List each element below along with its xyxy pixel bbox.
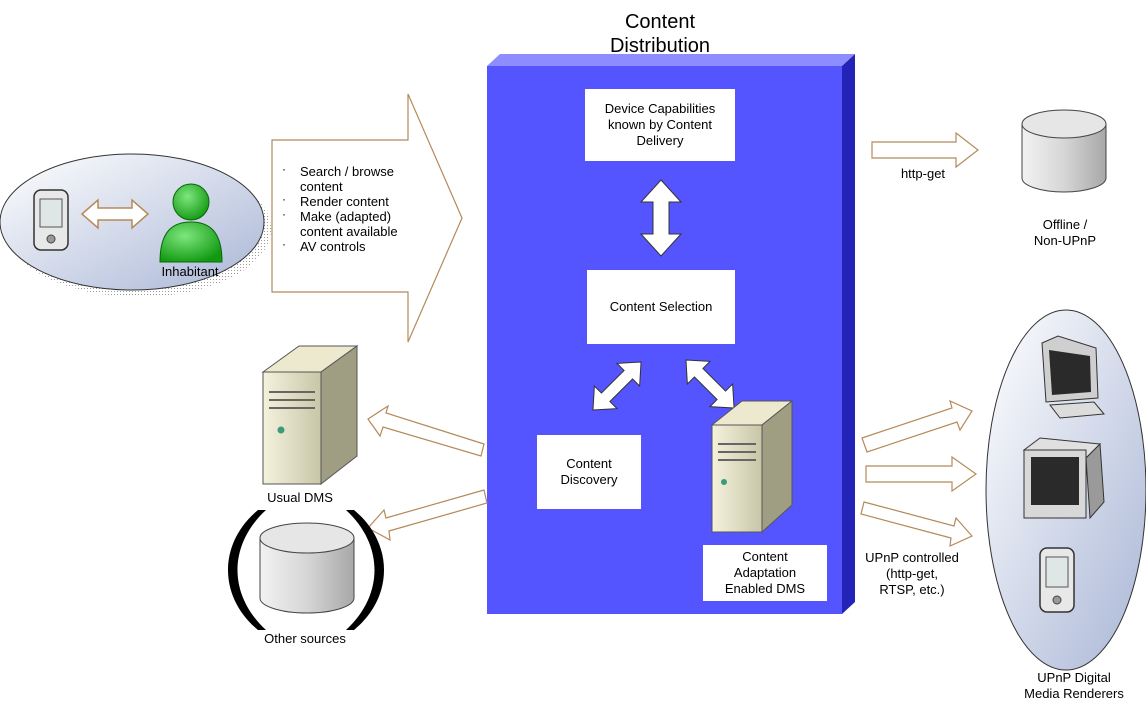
selection-discovery-arrow-icon	[592, 361, 642, 411]
upnp-controlled-line: (http-get,	[885, 566, 939, 581]
task-item: Search / browse content	[280, 162, 420, 194]
title-line-1: Content	[624, 11, 696, 33]
device-capabilities-box: Device Capabilities known by Content Del…	[585, 89, 735, 161]
renderers-group	[985, 309, 1146, 671]
upnp-controlled-line: RTSP, etc.)	[879, 582, 945, 597]
device-caps-line: known by Content	[607, 117, 713, 132]
content-discovery-box: Content Discovery	[537, 435, 641, 509]
offline-line: Offline /	[1042, 217, 1088, 232]
to-monitor-arrow	[861, 399, 973, 453]
usual-dms-label: Usual DMS	[267, 490, 333, 505]
device-caps-line: Device Capabilities	[604, 101, 716, 116]
offline-line: Non-UPnP	[1033, 233, 1097, 248]
database-icon	[259, 522, 355, 614]
to-other-sources-arrow	[367, 489, 488, 542]
task-item: Render content	[280, 192, 420, 209]
title-line-2: Distribution	[609, 35, 711, 57]
content-selection-box: Content Selection	[587, 270, 735, 344]
renderers-label: UPnP Digital Media Renderers	[1004, 670, 1144, 702]
offline-database-icon	[1021, 109, 1107, 193]
content-discovery-line: Discovery	[560, 472, 618, 487]
renderers-line: Media Renderers	[1024, 686, 1124, 701]
device-caps-line: Delivery	[636, 133, 684, 148]
task-item: Make (adapted) content available	[280, 207, 420, 239]
right-parenthesis-icon	[346, 510, 384, 630]
content-selection-label: Content Selection	[609, 299, 713, 314]
to-pda-arrow	[860, 501, 973, 547]
upnp-controlled-line: UPnP controlled	[865, 550, 959, 565]
content-discovery-line: Content	[566, 456, 612, 471]
monitor-icon	[1041, 335, 1105, 419]
renderers-line: UPnP Digital	[1037, 670, 1111, 685]
content-adaptation-box: Content Adaptation Enabled DMS	[703, 545, 827, 601]
usual-dms-server-icon	[261, 345, 359, 486]
http-get-label: http-get	[900, 166, 946, 181]
task-item: AV controls	[280, 237, 420, 254]
other-sources-group	[228, 510, 384, 630]
content-adaptation-line: Adaptation	[733, 565, 797, 580]
content-adaptation-line: Content	[742, 549, 788, 564]
pda-icon	[33, 189, 69, 251]
to-tv-arrow	[865, 455, 978, 493]
adaptation-server-icon	[710, 399, 794, 534]
http-get-arrow	[871, 131, 979, 169]
upnp-controlled-label: UPnP controlled (http-get, RTSP, etc.)	[852, 550, 972, 598]
person-icon	[159, 183, 223, 263]
pda-person-arrow-icon	[80, 198, 150, 230]
tasks-list: Search / browse content Render content M…	[280, 162, 420, 254]
other-sources-label: Other sources	[264, 631, 346, 646]
diagram-title: Content Distribution	[560, 10, 760, 58]
content-adaptation-line: Enabled DMS	[724, 581, 806, 596]
to-usual-dms-arrow	[367, 404, 485, 457]
renderer-pda-icon	[1039, 547, 1075, 613]
offline-label: Offline / Non-UPnP	[1020, 217, 1110, 249]
inhabitant-group	[0, 153, 271, 297]
vertical-double-arrow-icon	[639, 179, 683, 257]
tv-icon	[1022, 437, 1105, 520]
left-parenthesis-icon	[228, 510, 266, 630]
inhabitant-label: Inhabitant	[161, 264, 219, 279]
